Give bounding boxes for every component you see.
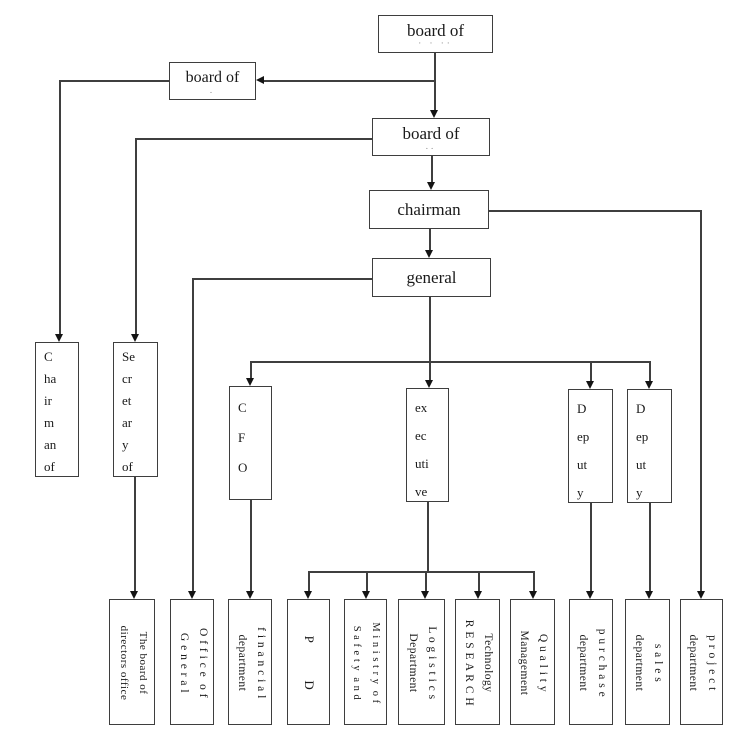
arrowhead-down-icon (130, 591, 138, 599)
arrowhead-down-icon (425, 380, 433, 388)
node-label: board of (185, 68, 240, 86)
node-label: Technology R E S E A R C H (463, 619, 495, 707)
arrowhead-down-icon (645, 591, 653, 599)
node-label: C ha ir m an of (44, 349, 57, 474)
node-deputy-2: D ep ut y (627, 389, 672, 503)
connector-line (425, 571, 427, 593)
arrowhead-down-icon (246, 378, 254, 386)
connector-line (192, 278, 372, 280)
node-financial-department: f i n a n c i a l department (228, 599, 272, 725)
connector-line (250, 500, 252, 593)
connector-line (649, 503, 651, 593)
node-board-directors-office: The board of directors office (109, 599, 155, 725)
connector-line (533, 571, 535, 593)
node-cfo: C F O (229, 386, 272, 500)
node-label: O f f i c e o f G e n e r a l (178, 628, 209, 698)
node-label: general (406, 267, 457, 287)
node-label: Se cr et ar y of (122, 349, 135, 474)
node-quality-management: Q u a l i t y Management (510, 599, 555, 725)
node-p-d: P D (287, 599, 330, 725)
connector-line (429, 297, 431, 382)
node-sublabel: · · ·· (418, 39, 453, 47)
arrowhead-down-icon (55, 334, 63, 342)
connector-line (250, 361, 650, 363)
node-chairman: chairman (369, 190, 489, 229)
node-label: L o g i s t i c s Department (407, 626, 439, 700)
arrowhead-down-icon (188, 591, 196, 599)
node-chairman-of: C ha ir m an of (35, 342, 79, 477)
connector-line (649, 361, 651, 383)
arrowhead-down-icon (430, 110, 438, 118)
connector-line (135, 138, 137, 337)
node-label: p u r c h a s e department (577, 628, 608, 698)
node-label: D ep ut y (636, 401, 649, 500)
node-sublabel: . (209, 86, 216, 94)
connector-line (590, 503, 592, 593)
node-label: M i n i s t r y o f S a f e t y a n d (351, 622, 382, 704)
node-purchase-department: p u r c h a s e department (569, 599, 613, 725)
arrowhead-down-icon (645, 381, 653, 389)
connector-line (263, 80, 435, 82)
node-label: board of (402, 123, 460, 143)
node-sublabel: .. (425, 142, 437, 150)
connector-line (59, 80, 169, 82)
arrowhead-down-icon (697, 591, 705, 599)
node-ministry-of-safety: M i n i s t r y o f S a f e t y a n d (344, 599, 387, 725)
arrowhead-down-icon (474, 591, 482, 599)
node-label: P D (302, 635, 317, 691)
connector-line (135, 138, 372, 140)
node-project-department: p r o j e c t department (680, 599, 723, 725)
arrowhead-down-icon (425, 250, 433, 258)
connector-line (308, 571, 310, 593)
node-label: p r o j e c t department (687, 634, 719, 692)
node-label: C F O (238, 400, 248, 475)
connector-line (134, 477, 136, 594)
connector-line (366, 571, 368, 593)
node-executive: ex ec uti ve (406, 388, 449, 502)
arrowhead-down-icon (586, 591, 594, 599)
node-office-of-general: O f f i c e o f G e n e r a l (170, 599, 214, 725)
connector-line (489, 210, 701, 212)
arrowhead-left-icon (256, 76, 264, 84)
connector-line (590, 361, 592, 383)
arrowhead-down-icon (427, 182, 435, 190)
node-secretary-of: Se cr et ar y of (113, 342, 158, 477)
connector-line (431, 156, 433, 185)
connector-line (429, 229, 431, 253)
connector-line (250, 361, 252, 381)
connector-line (427, 502, 429, 571)
arrowhead-down-icon (362, 591, 370, 599)
node-deputy-1: D ep ut y (568, 389, 613, 503)
connector-line (700, 210, 702, 593)
node-board-of-mid: board of .. (372, 118, 490, 156)
node-label: f i n a n c i a l department (236, 627, 267, 699)
node-label: chairman (397, 199, 461, 219)
arrowhead-down-icon (246, 591, 254, 599)
node-label: board of (406, 20, 465, 40)
node-label: s a l e s department (633, 634, 665, 692)
node-label: ex ec uti ve (415, 400, 429, 499)
arrowhead-down-icon (304, 591, 312, 599)
node-label: The board of directors office (118, 625, 149, 701)
arrowhead-down-icon (421, 591, 429, 599)
arrowhead-down-icon (529, 591, 537, 599)
connector-line (478, 571, 480, 593)
connector-line (192, 278, 194, 593)
connector-line (308, 571, 533, 573)
arrowhead-down-icon (131, 334, 139, 342)
arrowhead-down-icon (586, 381, 594, 389)
node-label: Q u a l i t y Management (518, 630, 550, 696)
node-technology-research: Technology R E S E A R C H (455, 599, 500, 725)
node-board-of-left: board of . (169, 62, 256, 100)
node-logistics-department: L o g i s t i c s Department (398, 599, 445, 725)
node-sales-department: s a l e s department (625, 599, 670, 725)
node-general: general (372, 258, 491, 297)
connector-line (59, 80, 61, 337)
node-board-of-top: board of · · ·· (378, 15, 493, 53)
node-label: D ep ut y (577, 401, 590, 500)
connector-line (434, 53, 436, 111)
